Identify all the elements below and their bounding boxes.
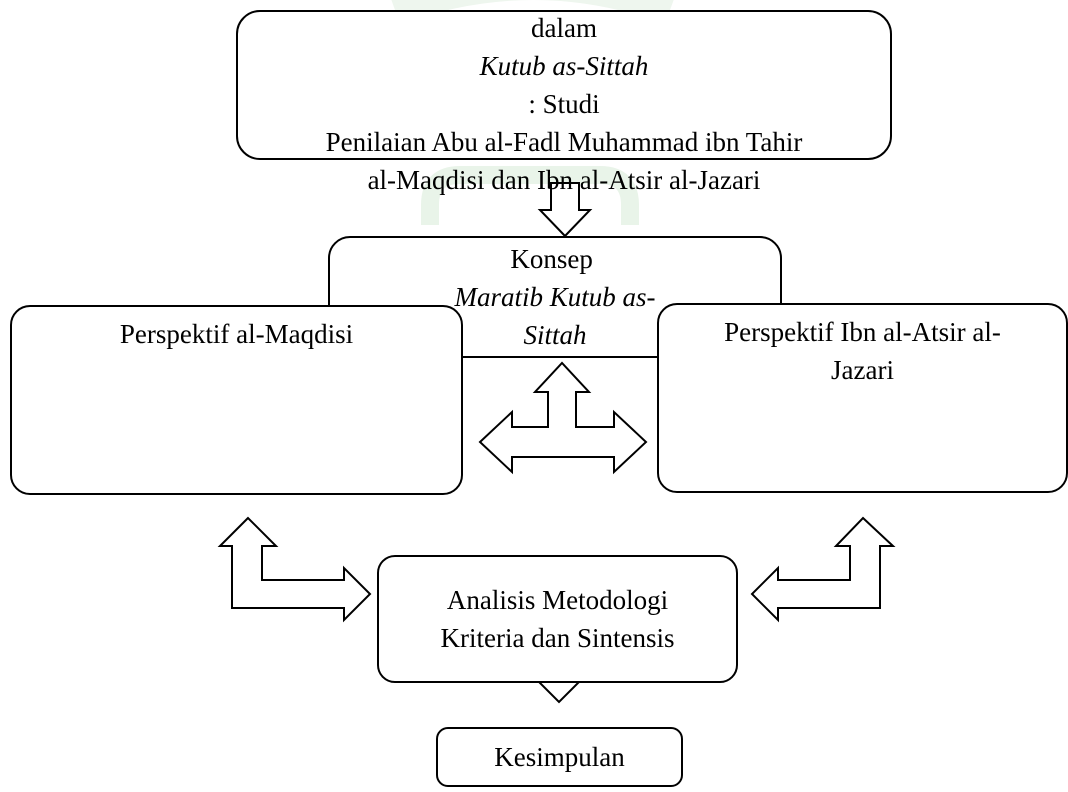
text-run: al-Maqdisi dan Ibn al-Atsir al-Jazari bbox=[367, 165, 761, 195]
atsir-box: Perspektif Ibn al-Atsir al- Jazari bbox=[657, 303, 1068, 493]
kesimpulan-box: Kesimpulan bbox=[436, 727, 683, 787]
text-run: dalam bbox=[524, 13, 604, 43]
text-run: Kesimpulan bbox=[494, 742, 625, 772]
text-line: Sittah bbox=[454, 316, 655, 354]
italic-text-run: Maratib Kutub as- bbox=[454, 282, 656, 312]
italic-text-run: Maratib bbox=[520, 0, 609, 5]
konsep-box-text: Konsep Maratib Kutub as- Sittah bbox=[454, 240, 655, 354]
text-line: Penilaian Abu al-Fadl Muhammad ibn Tahir bbox=[326, 123, 803, 161]
text-line: Analisis Metodologi bbox=[441, 581, 675, 619]
arrow-tri-konsep-maqdisi-atsir bbox=[478, 361, 648, 475]
maqdisi-box-text: Perspektif al-Maqdisi bbox=[120, 315, 353, 353]
text-line: Jazari bbox=[724, 351, 1001, 389]
text-line: Kesimpulan bbox=[494, 738, 624, 776]
text-line: Maratib dalam Kutub as-Sittah : Studi bbox=[326, 0, 803, 123]
text-line: Konsep Maratib Kutub as- bbox=[454, 240, 655, 316]
text-run: Penilaian Abu al-Fadl Muhammad ibn Tahir bbox=[325, 127, 803, 157]
text-run: Kriteria dan Sintensis bbox=[440, 623, 675, 653]
arrow-down-title-to-konsep bbox=[537, 182, 593, 238]
text-run: Konsep bbox=[510, 244, 600, 274]
title-box: Maratib dalam Kutub as-Sittah : StudiPeni… bbox=[236, 0, 892, 195]
atsir-box-text: Perspektif Ibn al-Atsir al- Jazari bbox=[724, 313, 1001, 389]
text-run: Perspektif Ibn al-Atsir al- bbox=[724, 317, 1001, 347]
arrow-analisis-to-atsir bbox=[750, 516, 896, 623]
text-run: Analisis Metodologi bbox=[446, 585, 669, 615]
text-run: Perspektif al-Maqdisi bbox=[119, 319, 354, 349]
text-run: Jazari bbox=[831, 355, 894, 385]
text-line: Perspektif al-Maqdisi bbox=[120, 315, 353, 353]
text-line: al-Maqdisi dan Ibn al-Atsir al-Jazari bbox=[326, 161, 803, 199]
kesimpulan-box-text: Kesimpulan bbox=[494, 738, 624, 776]
italic-text-run: Kutub as-Sittah bbox=[479, 51, 649, 81]
italic-text-run: Sittah bbox=[523, 320, 587, 350]
title-box-text: Maratib dalam Kutub as-Sittah : StudiPeni… bbox=[326, 0, 803, 199]
maqdisi-box: Perspektif al-Maqdisi bbox=[10, 305, 463, 495]
text-line: Perspektif Ibn al-Atsir al- bbox=[724, 313, 1001, 351]
text-run: : Studi bbox=[528, 89, 600, 119]
text-line: Kriteria dan Sintensis bbox=[441, 619, 675, 657]
arrow-analisis-to-maqdisi bbox=[217, 516, 372, 623]
